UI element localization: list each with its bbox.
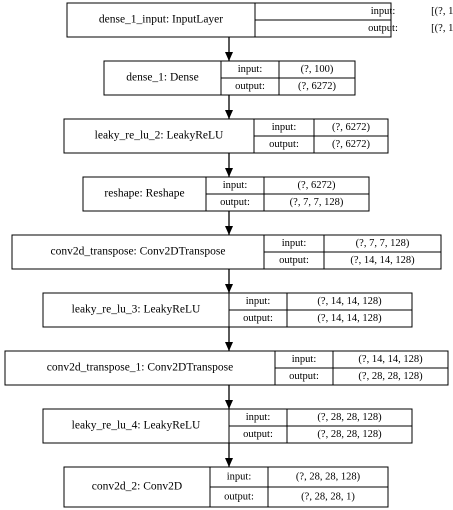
layer-name: leaky_re_lu_4: LeakyReLU (72, 420, 201, 432)
input-shape: (?, 7, 7, 128) (356, 238, 410, 249)
layer-name: conv2d_transpose: Conv2DTranspose (51, 246, 226, 258)
layer-node: leaky_re_lu_4: LeakyReLU input: output: (?,… (42, 408, 413, 444)
input-shape: (?, 14, 14, 128) (358, 354, 423, 365)
output-shape: [(?, 100)] (431, 23, 453, 34)
output-label: output: (235, 81, 265, 92)
layer-node: conv2d_transpose_1: Conv2DTranspose input… (4, 350, 449, 386)
output-label: output: (243, 429, 273, 440)
input-label: input: (227, 471, 252, 482)
output-shape: (?, 28, 28, 128) (317, 429, 382, 440)
output-label: output: (368, 23, 398, 34)
input-shape: (?, 14, 14, 128) (317, 296, 382, 307)
layer-name: reshape: Reshape (104, 188, 184, 200)
layer-node: dense_1: Dense input: output: (?, 100) (?, 6… (103, 60, 356, 96)
layer-name: conv2d_transpose_1: Conv2DTranspose (47, 362, 233, 374)
input-label: input: (246, 412, 271, 423)
nodes-layer: dense_1_input: InputLayer input: output: [(… (4, 2, 453, 508)
input-shape: (?, 100) (301, 64, 334, 75)
layer-node: conv2d_2: Conv2D input: output: (?, 28, 28,… (63, 466, 389, 508)
layer-node: dense_1_input: InputLayer input: output: [(… (66, 2, 453, 38)
input-shape: (?, 6272) (332, 122, 370, 133)
output-label: output: (289, 371, 319, 382)
input-label: input: (292, 354, 317, 365)
input-label: input: (238, 64, 263, 75)
layer-node: conv2d_transpose: Conv2DTranspose input: o… (11, 234, 442, 270)
output-shape: (?, 6272) (332, 139, 370, 150)
layer-name: leaky_re_lu_2: LeakyReLU (95, 130, 224, 142)
output-label: output: (279, 255, 309, 266)
output-shape: (?, 14, 14, 128) (350, 255, 415, 266)
output-label: output: (224, 491, 254, 502)
output-shape: (?, 6272) (298, 81, 336, 92)
layer-name: dense_1: Dense (126, 72, 199, 84)
layer-node: leaky_re_lu_2: LeakyReLU input: output: (?,… (63, 118, 389, 154)
output-shape: (?, 28, 28, 128) (358, 371, 423, 382)
layer-name: dense_1_input: InputLayer (99, 14, 223, 26)
output-shape: (?, 14, 14, 128) (317, 313, 382, 324)
input-label: input: (246, 296, 271, 307)
input-label: input: (371, 6, 396, 17)
output-label: output: (269, 139, 299, 150)
input-shape: [(?, 100)] (431, 6, 453, 17)
input-shape: (?, 28, 28, 128) (317, 412, 382, 423)
input-shape: (?, 28, 28, 128) (296, 471, 361, 482)
input-label: input: (272, 122, 297, 133)
layer-name: conv2d_2: Conv2D (92, 481, 182, 493)
output-label: output: (243, 313, 273, 324)
output-shape: (?, 28, 28, 1) (301, 491, 355, 502)
layer-node: reshape: Reshape input: output: (?, 6272) (?… (82, 176, 370, 212)
input-label: input: (223, 180, 248, 191)
layer-name: leaky_re_lu_3: LeakyReLU (72, 304, 201, 316)
input-shape: (?, 6272) (298, 180, 336, 191)
input-label: input: (282, 238, 307, 249)
layer-node: leaky_re_lu_3: LeakyReLU input: output: (?,… (42, 292, 413, 328)
output-label: output: (220, 197, 250, 208)
output-shape: (?, 7, 7, 128) (290, 197, 344, 208)
